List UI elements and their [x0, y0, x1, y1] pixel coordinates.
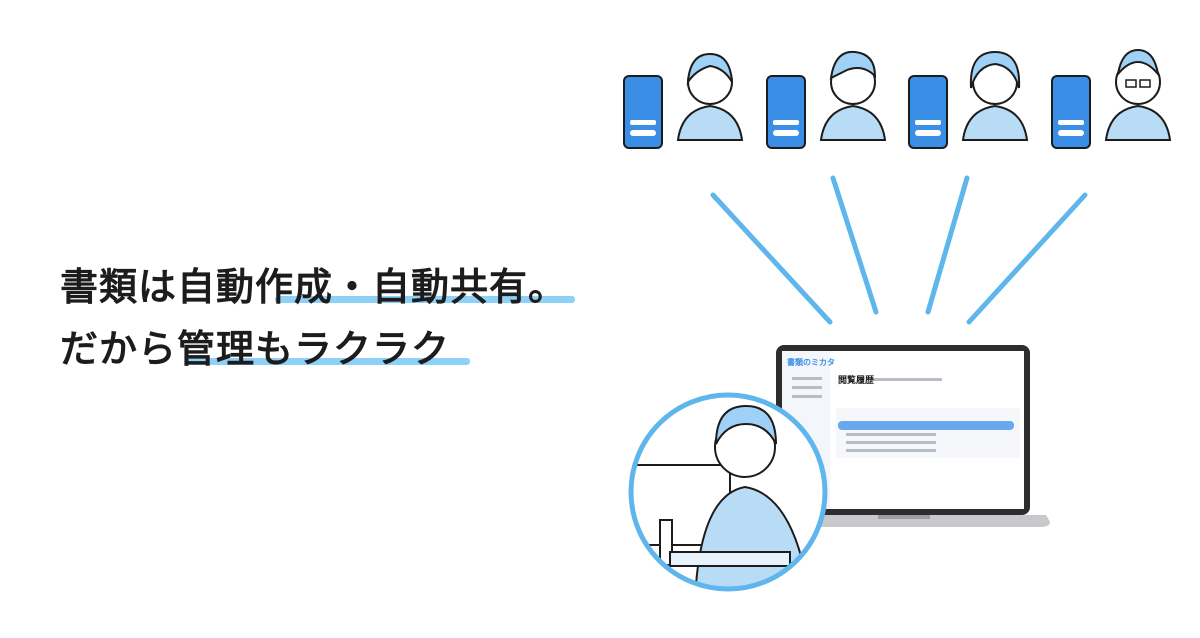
- app-logo: 書類のミカタ: [787, 357, 835, 367]
- worker-circle-border: [628, 392, 828, 592]
- person-icon: [1104, 104, 1172, 141]
- person-icon: [676, 104, 744, 141]
- user-4: [1051, 48, 1172, 149]
- worker-circle: [631, 395, 825, 589]
- headline-line-1: 書類は自動作成・自動共有。: [60, 265, 568, 309]
- underline-2: [188, 358, 470, 365]
- user-2: [766, 50, 887, 149]
- person-icon: [961, 104, 1029, 141]
- user-3: [908, 50, 1029, 149]
- connection-lines: [710, 175, 1088, 325]
- phone-icon: [1051, 75, 1091, 149]
- laptop-page-title: 閲覧履歴: [838, 374, 874, 386]
- phone-icon: [766, 75, 806, 149]
- keyboard-icon: [669, 551, 791, 567]
- person-icon: [819, 104, 887, 141]
- phone-icon: [623, 75, 663, 149]
- headline-line-2: だから管理もラクラク: [60, 327, 451, 371]
- underline-1: [275, 296, 575, 303]
- user-1: [623, 52, 744, 149]
- phone-icon: [908, 75, 948, 149]
